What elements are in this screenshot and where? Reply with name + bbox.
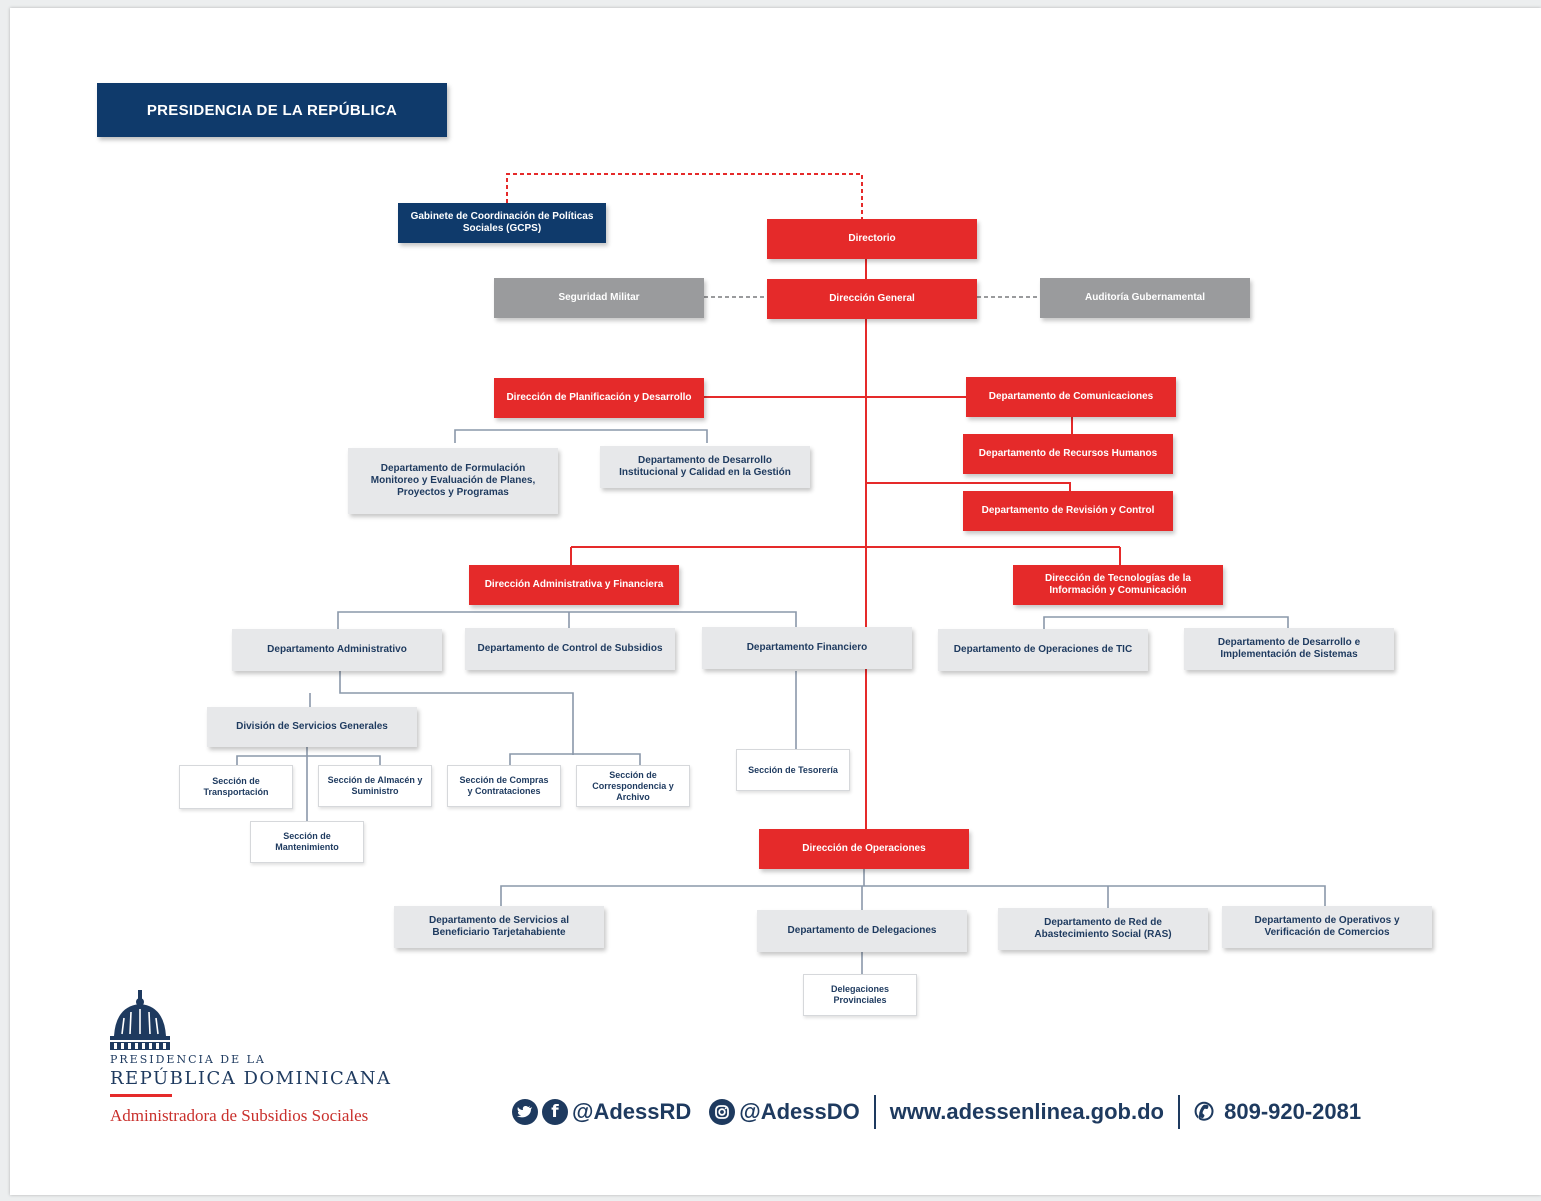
phone-icon: ✆ xyxy=(1194,1098,1215,1126)
phone-number[interactable]: 809-920-2081 xyxy=(1224,1099,1362,1124)
operaciones-box: Dirección de Operaciones xyxy=(759,829,969,869)
contact-footer: f @AdessRD @AdessDO www.adessenlinea.gob… xyxy=(512,1092,1361,1132)
formulacion-box: Departamento de Formulación Monitoreo y … xyxy=(348,448,558,514)
page-title: PRESIDENCIA DE LA REPÚBLICA xyxy=(97,83,447,137)
footer-separator xyxy=(873,1095,876,1129)
red-abastecimiento-box: Departamento de Red de Abastecimiento So… xyxy=(998,908,1208,950)
website-link[interactable]: www.adessenlinea.gob.do xyxy=(889,1099,1164,1124)
capitol-dome-icon xyxy=(110,990,170,1050)
verificacion-comercios-box: Departamento de Operativos y Verificació… xyxy=(1222,906,1432,948)
facebook-icon[interactable]: f xyxy=(542,1099,568,1125)
gcps-box: Gabinete de Coordinación de Políticas So… xyxy=(398,203,606,243)
seguridad-militar-box: Seguridad Militar xyxy=(494,278,704,318)
logo-divider xyxy=(110,1094,172,1097)
revision-control-box: Departamento de Revisión y Control xyxy=(963,491,1173,531)
twitter-icon[interactable] xyxy=(512,1099,538,1125)
desarrollo-institucional-box: Departamento de Desarrollo Institucional… xyxy=(600,446,810,488)
tesoreria-box: Sección de Tesorería xyxy=(736,749,850,791)
twitter-facebook-handle[interactable]: @AdessRD xyxy=(572,1099,692,1124)
logo-agency-text: Administradora de Subsidios Sociales xyxy=(110,1106,369,1125)
auditoria-box: Auditoría Gubernamental xyxy=(1040,278,1250,318)
servicios-generales-box: División de Servicios Generales xyxy=(207,707,417,747)
dep-administrativo-box: Departamento Administrativo xyxy=(232,629,442,671)
correspondencia-box: Sección de Correspondencia y Archivo xyxy=(576,765,690,807)
directorio-box: Directorio xyxy=(767,219,977,259)
footer-separator xyxy=(1178,1095,1180,1129)
delegaciones-provinciales-box: Delegaciones Provinciales xyxy=(803,974,917,1016)
compras-box: Sección de Compras y Contrataciones xyxy=(447,765,561,807)
recursos-humanos-box: Departamento de Recursos Humanos xyxy=(963,434,1173,474)
transportacion-box: Sección de Transportación xyxy=(179,765,293,809)
institution-logo: PRESIDENCIA DE LA REPÚBLICA DOMINICANA A… xyxy=(110,990,440,1130)
almacen-box: Sección de Almacén y Suministro xyxy=(318,765,432,807)
financiero-box: Departamento Financiero xyxy=(702,627,912,669)
instagram-handle[interactable]: @AdessDO xyxy=(739,1099,860,1124)
planificacion-box: Dirección de Planificación y Desarrollo xyxy=(494,378,704,418)
document-page xyxy=(10,8,1541,1195)
tic-direction-box: Dirección de Tecnologías de la Informaci… xyxy=(1013,565,1223,605)
mantenimiento-box: Sección de Mantenimiento xyxy=(250,821,364,863)
direccion-general-box: Dirección General xyxy=(767,279,977,319)
delegaciones-box: Departamento de Delegaciones xyxy=(757,910,967,952)
comunicaciones-box: Departamento de Comunicaciones xyxy=(966,377,1176,417)
logo-small-text: PRESIDENCIA DE LA xyxy=(110,1053,266,1066)
logo-country-text: REPÚBLICA DOMINICANA xyxy=(110,1068,392,1089)
control-subsidios-box: Departamento de Control de Subsidios xyxy=(465,628,675,670)
administrativa-financiera-box: Dirección Administrativa y Financiera xyxy=(469,565,679,605)
servicios-beneficiario-box: Departamento de Servicios al Beneficiari… xyxy=(394,906,604,948)
operaciones-tic-box: Departamento de Operaciones de TIC xyxy=(938,629,1148,671)
desarrollo-sistemas-box: Departamento de Desarrollo e Implementac… xyxy=(1184,628,1394,670)
instagram-icon[interactable] xyxy=(709,1099,736,1125)
